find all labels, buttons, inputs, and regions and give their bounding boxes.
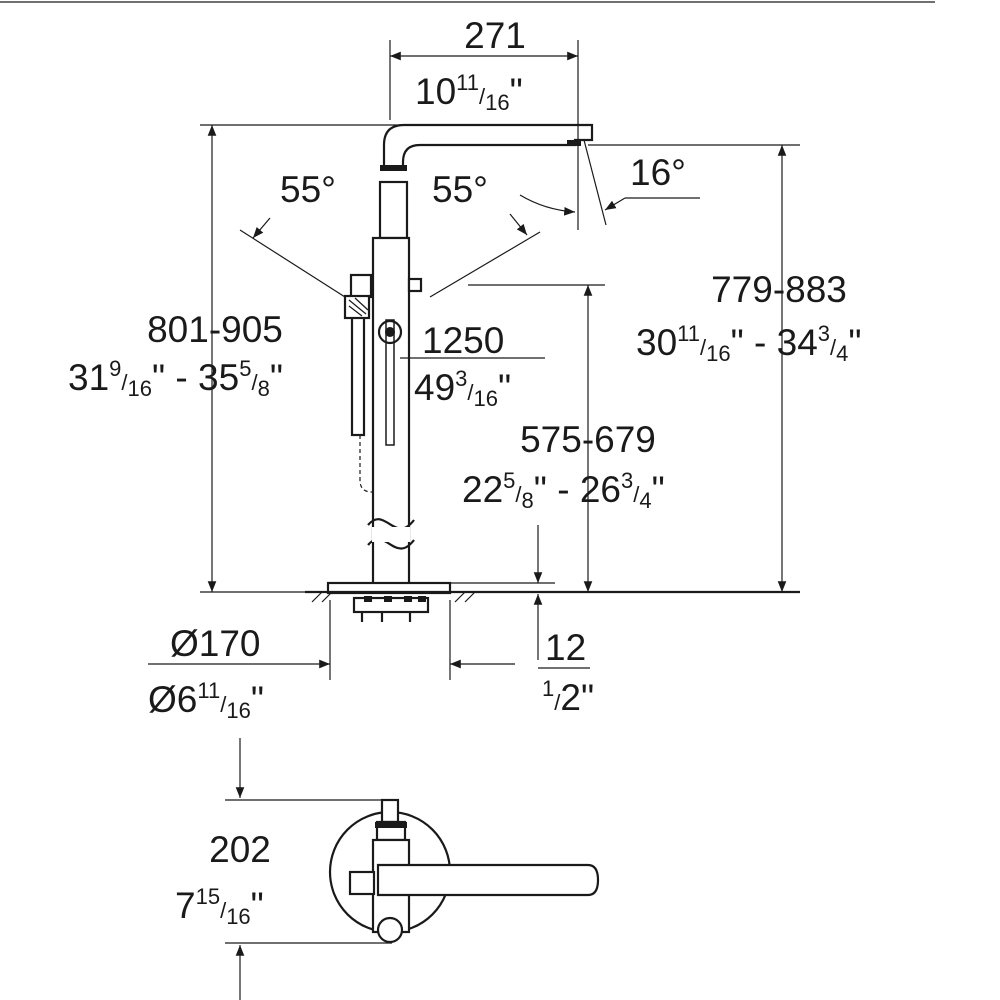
spout-plan xyxy=(380,798,400,824)
handshower-holder xyxy=(349,273,373,299)
overall-height-mm: 801-905 xyxy=(147,309,283,350)
floor-hatch xyxy=(311,591,476,603)
dimension-lines xyxy=(148,40,800,669)
spout-angle: 16° xyxy=(630,152,686,193)
hose-length-mm: 1250 xyxy=(422,320,504,361)
hose xyxy=(359,435,373,493)
spout-outline xyxy=(382,123,594,165)
diverter-button xyxy=(407,277,423,293)
plan-width-mm: 202 xyxy=(209,829,271,870)
base-diameter-inch: Ø611/16" xyxy=(148,678,264,723)
handle-height-inch: 225/8" - 263/4" xyxy=(462,468,665,513)
spout-aerator xyxy=(567,140,581,146)
base-diameter-mm: Ø170 xyxy=(170,623,261,664)
diverter-plan xyxy=(376,916,404,944)
angle-left: 55° xyxy=(280,169,336,210)
upper-column xyxy=(378,180,409,240)
plan-width-inch: 715/16" xyxy=(175,884,264,929)
spout-collar xyxy=(380,165,407,171)
floor-offset-inch: 1/2" xyxy=(542,676,594,718)
floor-offset-mm: 12 xyxy=(545,627,586,668)
overall-height-inch: 319/16" - 355/8" xyxy=(68,356,283,401)
handshower-spray xyxy=(348,297,369,317)
lever-handle-plan xyxy=(376,863,600,897)
hose-length-inch: 493/16" xyxy=(414,366,511,411)
angle-right: 55° xyxy=(432,169,488,210)
spout-height-mm: 779-883 xyxy=(711,269,847,310)
spout-reach-inch: 1011/16" xyxy=(415,70,523,115)
handshower-holder-plan xyxy=(348,870,376,896)
lever-stem xyxy=(385,319,395,446)
handshower xyxy=(350,298,366,437)
spout-height-inch: 3011/16" - 343/4" xyxy=(636,321,862,366)
spout-reach-mm: 271 xyxy=(464,15,526,56)
column-break-top xyxy=(367,518,415,530)
handle-height-mm: 575-679 xyxy=(520,419,656,460)
faucet-plan-view xyxy=(225,738,600,1000)
faucet-elevation xyxy=(305,123,800,680)
